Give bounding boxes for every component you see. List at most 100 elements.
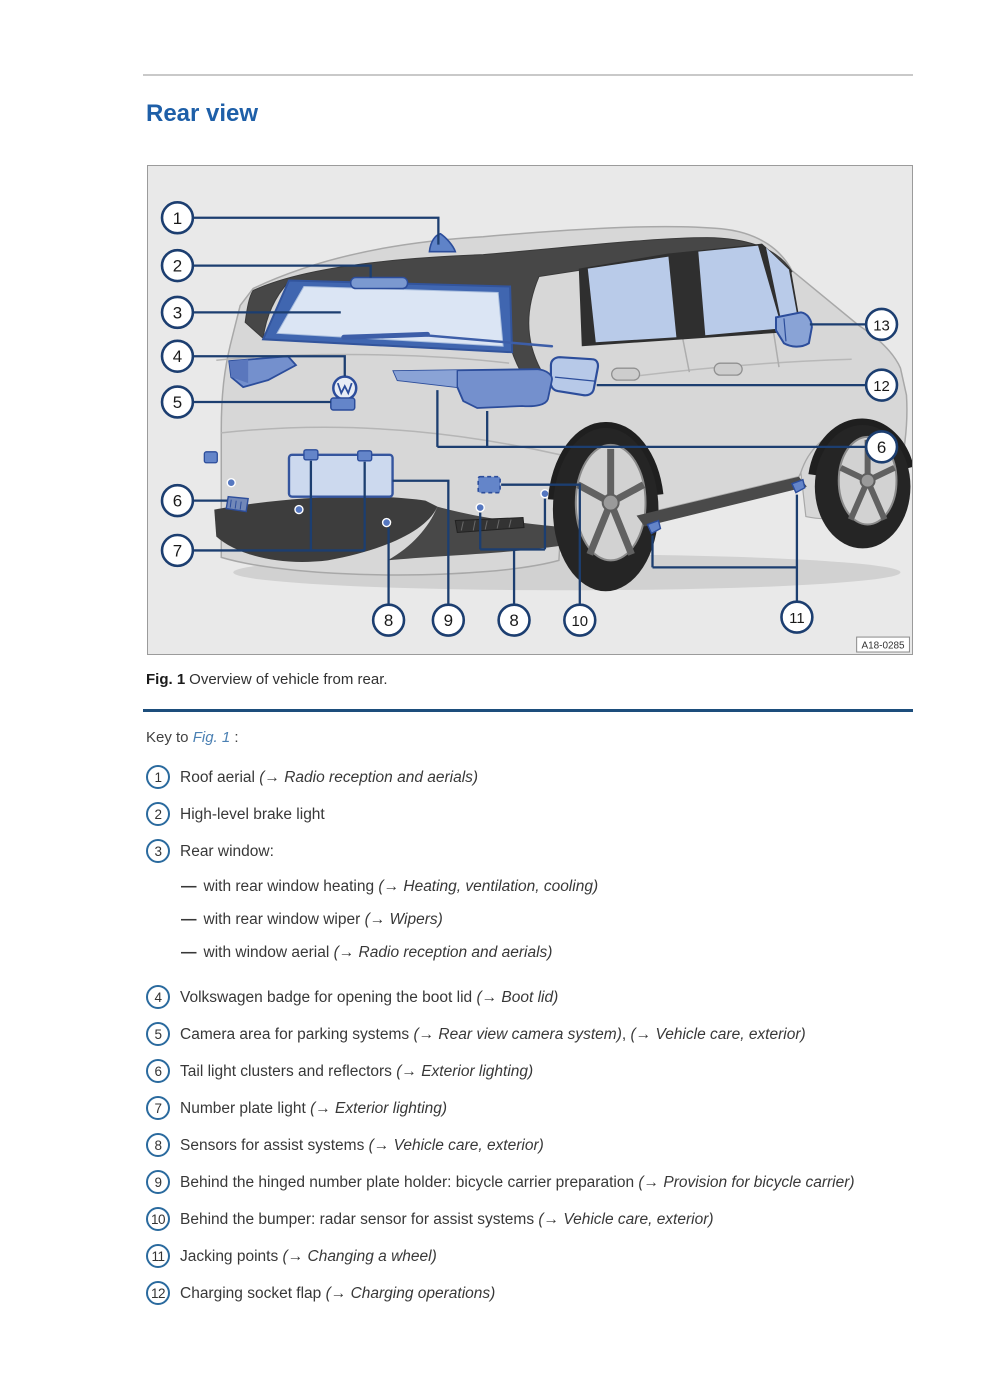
bumper-diffuser [214, 496, 438, 562]
under-bumper-shadow [387, 506, 613, 561]
callout-radar-sensor: 10 [563, 603, 597, 637]
item-text: Number plate light [180, 1100, 311, 1117]
vw-badge-logo [336, 382, 353, 396]
callout-jacking-points: 11 [780, 600, 814, 634]
key-item-number: 7 [146, 1096, 170, 1120]
callout-vw-badge: 4 [160, 339, 195, 373]
key-item-5: 5 Camera area for parking systems (→ Rear… [146, 1022, 890, 1046]
key-item-7: 7 Number plate light (→ Exterior lighting… [146, 1096, 890, 1120]
key-item-label: Volkswagen badge for opening the boot li… [180, 985, 558, 1009]
cross-reference: (→ Rear view camera system) [413, 1026, 622, 1043]
key-item-label: Rear window: [180, 839, 274, 863]
item-text: with rear window heating [203, 878, 379, 895]
key-item-number: 6 [146, 1059, 170, 1083]
callout-number: 7 [173, 541, 182, 560]
tail-light-divider [456, 370, 464, 402]
cross-reference: (→ Heating, ventilation, cooling) [378, 878, 599, 895]
key-subitem: —with rear window heating (→ Heating, ve… [181, 876, 890, 897]
callout-number: 8 [509, 611, 518, 630]
key-item-number: 8 [146, 1133, 170, 1157]
number-plate-light-left [303, 449, 319, 461]
key-item-6: 6 Tail light clusters and reflectors (→ E… [146, 1059, 890, 1083]
key-item-number: 1 [146, 765, 170, 789]
callout-number: 12 [873, 378, 890, 395]
item-text: Charging socket flap [180, 1285, 326, 1302]
mirror-detail-line [783, 318, 787, 342]
callout-number: 11 [789, 610, 805, 627]
rear-window-glass [276, 285, 504, 347]
tail-light-left-inner [229, 359, 249, 384]
tail-light-right-bootlid-part [393, 370, 458, 388]
key-intro: Key to Fig. 1 : [146, 729, 239, 746]
roof-aerial [428, 232, 457, 253]
front-door-handle [713, 362, 743, 376]
windscreen-edge [766, 247, 797, 330]
key-item-label: Behind the hinged number plate holder: b… [180, 1170, 855, 1194]
rear-wiper-arm [424, 334, 554, 348]
callout-number: 6 [877, 438, 886, 457]
callout-number: 10 [571, 613, 588, 630]
callout-camera-area: 5 [160, 385, 195, 419]
key-subitem: — with rear window wiper (→ Wipers) [181, 909, 890, 930]
key-item-label: Camera area for parking systems (→ Rear … [180, 1022, 806, 1046]
callout-number: 8 [384, 611, 393, 630]
callout-number: 5 [173, 393, 182, 412]
number-plate-light-right [357, 450, 373, 462]
key-subitem-label: with rear window wiper (→ Wipers) [204, 909, 443, 930]
dash-bullet: — [181, 944, 197, 961]
figure-reference-link[interactable]: Fig. 1 [192, 729, 231, 746]
rear-wiper-blade [341, 331, 430, 340]
item-text: with rear window wiper [203, 911, 365, 928]
callout-bicycle-carrier: 9 [431, 603, 466, 637]
callout-number: 3 [173, 303, 182, 322]
rear-wheel [547, 421, 664, 592]
reflector-left-hatch [229, 499, 242, 510]
callout-number: 1 [173, 209, 182, 228]
key-intro-suffix: : [230, 729, 239, 746]
cross-reference: (→ Exterior lighting) [396, 1063, 534, 1080]
rear-door-window [587, 256, 677, 343]
cross-reference: (→ Vehicle care, exterior) [368, 1137, 544, 1154]
number-plate-holder [287, 453, 394, 498]
key-item-1: 1 Roof aerial (→ Radio reception and aeri… [146, 765, 890, 789]
key-list: 1 Roof aerial (→ Radio reception and aeri… [146, 765, 890, 1318]
key-subitem-label: with rear window heating (→ Heating, ven… [204, 876, 599, 897]
key-item-number: 5 [146, 1022, 170, 1046]
key-item-number: 9 [146, 1170, 170, 1194]
key-item-label: Charging socket flap (→ Charging operati… [180, 1281, 495, 1305]
radar-sensor [477, 475, 501, 494]
key-item-number: 3 [146, 839, 170, 863]
key-item-label: High-level brake light [180, 802, 325, 826]
image-code-box: A18-0285 [856, 636, 910, 653]
key-item-number: 11 [146, 1244, 170, 1268]
callout-rear-window: 3 [160, 295, 195, 330]
jacking-point-front [790, 478, 806, 494]
item-text: Jacking points [180, 1248, 283, 1265]
jacking-point-rear [646, 519, 662, 535]
item-text: Tail light clusters and reflectors [180, 1063, 397, 1080]
charging-flap-seam [554, 376, 595, 382]
section-divider [143, 709, 913, 712]
item-text: Behind the bumper: radar sensor for assi… [180, 1211, 539, 1228]
parking-sensors [226, 478, 550, 528]
item-text: Volkswagen badge for opening the boot li… [180, 989, 477, 1006]
key-item-3: 3 Rear window: [146, 839, 890, 863]
reflector-left [225, 495, 249, 513]
dash-bullet: — [181, 911, 197, 928]
callout-number: 13 [873, 317, 890, 334]
key-item-label: Roof aerial (→ Radio reception and aeria… [180, 765, 478, 789]
side-crease-line [626, 358, 852, 378]
cross-reference: (→ Exterior lighting) [310, 1100, 448, 1117]
item-text: High-level brake light [180, 806, 325, 823]
callout-number: 6 [173, 492, 182, 511]
cross-reference: (→ Vehicle care, exterior) [538, 1211, 714, 1228]
high-level-brake-light [349, 276, 409, 290]
callout-mirror: 13 [864, 307, 899, 342]
